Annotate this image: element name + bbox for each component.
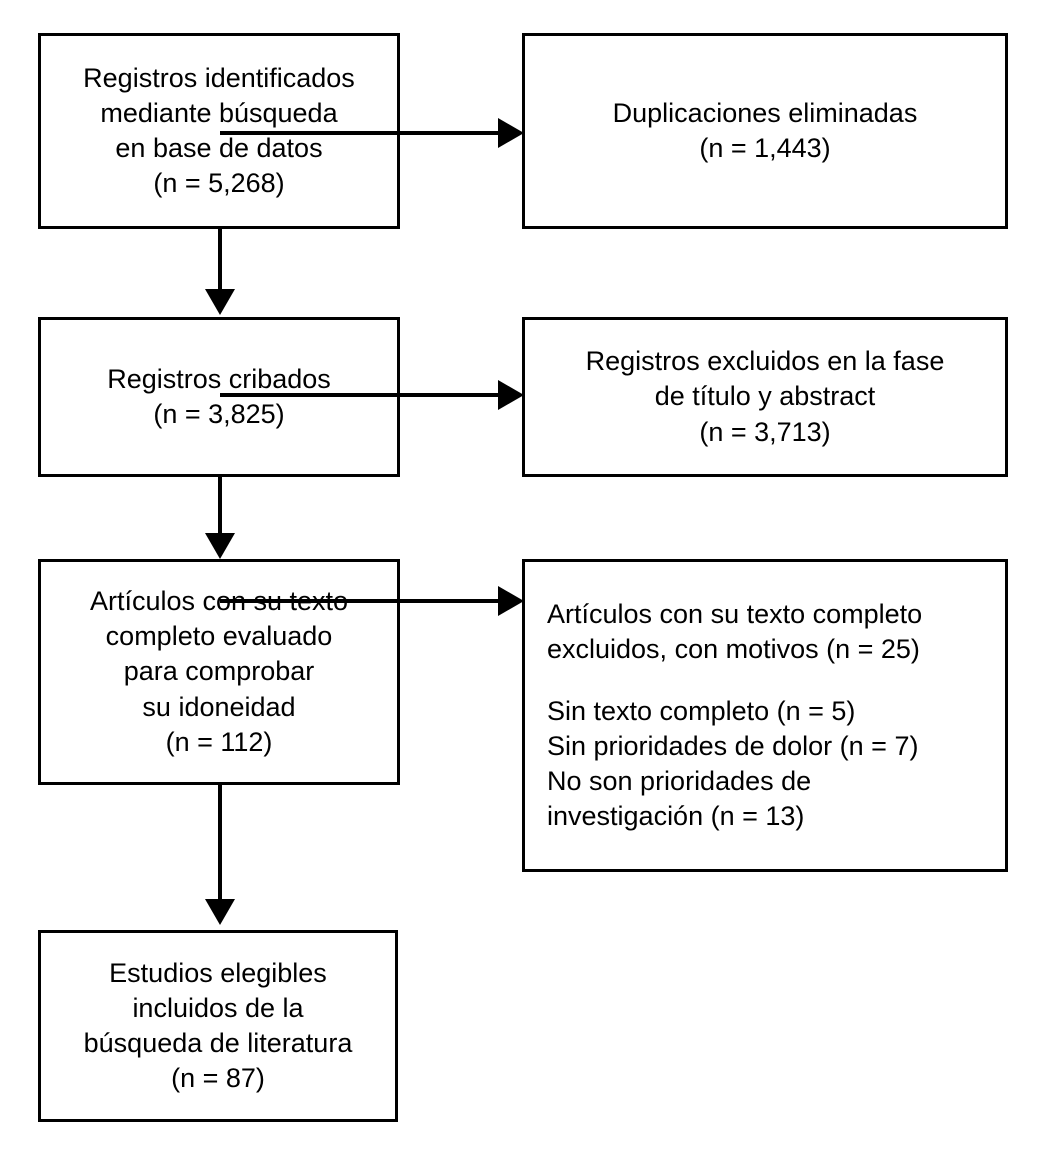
box-line: completo evaluado: [105, 621, 333, 652]
box-count: (n = 3,825): [153, 399, 285, 429]
arrow-head-fulltext-to-excluded: [498, 586, 524, 616]
box-line: incluidos de la: [132, 992, 304, 1023]
exclusion-reason-line: investigación (n = 13): [547, 801, 805, 832]
box-line: su idoneidad: [142, 691, 296, 722]
box-heading-line: excluidos, con motivos (n = 25): [547, 633, 920, 664]
box-line: Duplicaciones eliminadas: [612, 97, 918, 128]
connector-line-screened-to-fulltext: [218, 477, 222, 537]
box-heading-line: Artículos con su texto completo: [547, 598, 923, 629]
box-line: mediante búsqueda: [100, 97, 338, 128]
arrow-head-identification-to-duplicates: [498, 118, 524, 148]
box-line: para comprobar: [123, 656, 315, 687]
box-line: búsqueda de literatura: [83, 1028, 353, 1058]
box-records-screened: Registros cribados (n = 3,825): [38, 317, 400, 477]
arrow-head-screened-to-fulltext: [205, 533, 235, 559]
exclusion-reason-line: Sin prioridades de dolor (n = 7): [547, 731, 919, 761]
arrow-head-screened-to-excluded: [498, 380, 524, 410]
box-records-excluded-title-abstract: Registros excluidos en la fase de título…: [522, 317, 1008, 477]
box-fulltext-excluded-with-reasons: Artículos con su texto completo excluido…: [522, 559, 1008, 872]
box-line: en base de datos: [115, 133, 323, 163]
box-line: Registros cribados: [107, 363, 331, 394]
connector-line-fulltext-to-excluded: [220, 599, 500, 603]
box-count: (n = 3,713): [699, 416, 831, 447]
connector-line-fulltext-to-included: [218, 785, 222, 903]
box-duplicates-removed: Duplicaciones eliminadas (n = 1,443): [522, 33, 1008, 229]
box-fulltext-assessed: Artículos con su texto completo evaluado…: [38, 559, 400, 785]
box-count: (n = 112): [165, 726, 273, 757]
arrow-head-identification-to-screened: [205, 289, 235, 315]
connector-line-identification-to-duplicates: [220, 131, 500, 135]
box-count: (n = 5,268): [153, 168, 285, 199]
box-count: (n = 1,443): [699, 133, 831, 163]
box-line: Estudios elegibles: [109, 957, 327, 988]
box-count: (n = 87): [171, 1063, 265, 1094]
connector-line-screened-to-excluded: [220, 393, 500, 397]
connector-line-identification-to-screened: [218, 229, 222, 291]
arrow-head-fulltext-to-included: [205, 899, 235, 925]
box-line: Registros identificados: [83, 62, 355, 93]
box-line: de título y abstract: [654, 381, 876, 412]
box-studies-included: Estudios elegibles incluidos de la búsqu…: [38, 930, 398, 1122]
box-line: Registros excluidos en la fase: [585, 346, 945, 377]
exclusion-reason-line: No son prioridades de: [547, 766, 812, 797]
exclusion-reason-line: Sin texto completo (n = 5): [547, 695, 856, 726]
